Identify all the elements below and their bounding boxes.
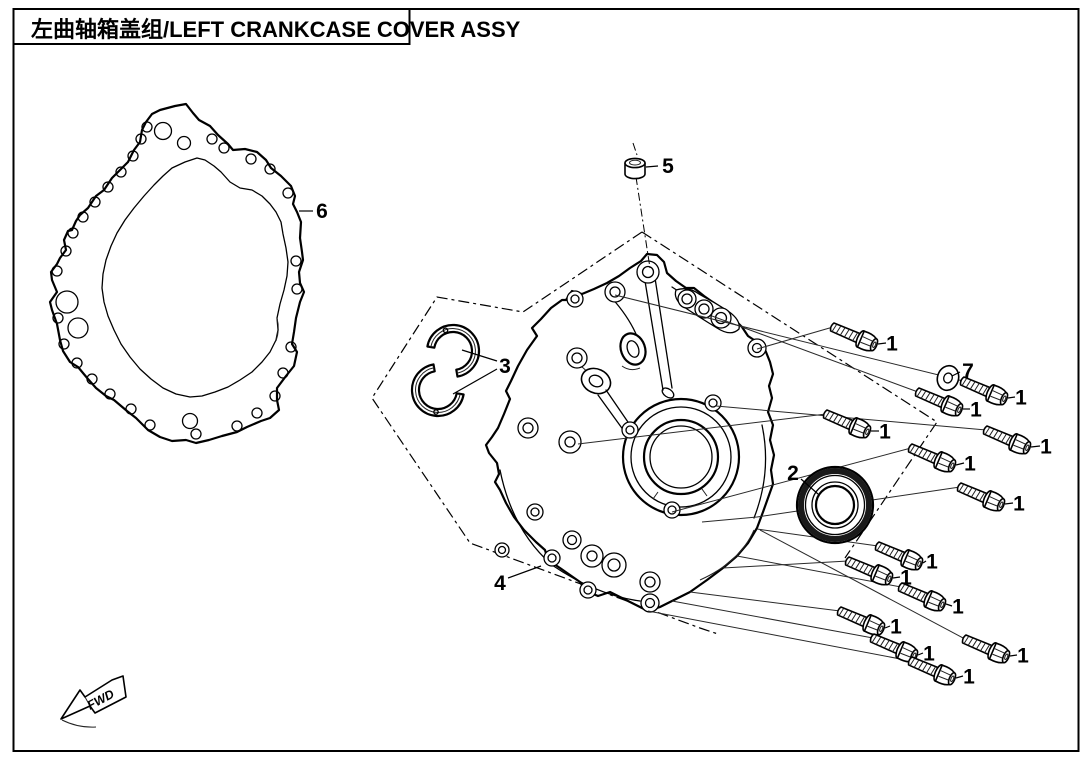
bolt-part: 1 [904, 651, 975, 689]
callout-cover: 4 [494, 572, 506, 595]
gasket-bolt-holes [51, 121, 303, 440]
callout-bushing: 3 [499, 355, 511, 378]
washer-leader [951, 371, 961, 377]
bolt-callout-label: 1 [879, 421, 891, 444]
bolt-icon [841, 551, 896, 589]
callout-plug: 5 [662, 155, 674, 178]
bolt-part: 1 [958, 629, 1029, 668]
fwd-marker: FWD [60, 675, 127, 728]
bolt-callout-label: 1 [952, 596, 964, 619]
oil-seal-leader [800, 478, 819, 495]
bolt-leader [884, 625, 891, 629]
cover-leader [507, 565, 542, 579]
bolt-icon [904, 438, 959, 476]
bolt-callout-label: 1 [963, 666, 975, 689]
plug-leader [645, 165, 659, 168]
bolt-leader [922, 560, 927, 564]
bolt-part: 1 [866, 628, 935, 666]
bolt-icon [911, 382, 966, 420]
bolt-part: 1 [826, 317, 898, 356]
bolt-leader [1004, 502, 1014, 505]
bolt-leader [945, 603, 953, 607]
bolt-leader [877, 342, 887, 345]
bolt-icon [958, 629, 1013, 667]
bolt-part: 1 [894, 577, 964, 619]
callout-layer: 6 3 4 5 2 7 [299, 155, 974, 595]
assembly-boundary [371, 231, 938, 635]
title-block: 左曲轴箱盖组/LEFT CRANKCASE COVER ASSY [12, 8, 521, 45]
cover-bolt-bosses [494, 260, 767, 613]
bolt-icon [894, 577, 949, 615]
bolt-callout-label: 1 [886, 333, 898, 356]
bolt-part: 1 [871, 536, 938, 574]
bolt-callout-label: 1 [970, 399, 982, 422]
drawing-border [12, 8, 1080, 752]
bolt-part: 1 [953, 477, 1025, 516]
bolt-callout-label: 1 [1015, 387, 1027, 410]
bolt-callout-label: 1 [1013, 493, 1025, 516]
callout-oil-seal: 2 [787, 462, 799, 485]
page-title: 左曲轴箱盖组/LEFT CRANKCASE COVER ASSY [31, 17, 521, 42]
bolt-leader [955, 462, 965, 466]
bolt-callout-label: 1 [1017, 645, 1029, 668]
bolt-leader [892, 576, 901, 579]
bolt-leader [1030, 445, 1041, 448]
fwd-arrow-icon [60, 675, 127, 720]
bolt-callout-label: 1 [926, 551, 938, 574]
title-box [12, 8, 411, 45]
bolt-icon [826, 317, 881, 355]
guide-lines [577, 294, 987, 662]
bolt-part: 1 [819, 404, 891, 444]
bolt-leader [1009, 654, 1018, 657]
bolt-leader [1007, 396, 1016, 399]
bolt-part: 1 [956, 371, 1027, 410]
bolt-leader [917, 652, 924, 656]
washer-part [936, 364, 960, 392]
bolt-part: 1 [833, 601, 902, 639]
bolt-part: 1 [911, 382, 982, 422]
callout-gasket: 6 [316, 200, 328, 223]
callout-washer: 7 [962, 360, 974, 383]
plug-part [624, 142, 651, 269]
bushing-leader-lower [452, 368, 498, 395]
bolt-part: 1 [979, 420, 1052, 459]
bolt-callout-label: 1 [964, 453, 976, 476]
bolt-icon [819, 404, 874, 442]
bushing-leader-upper [461, 349, 498, 362]
bolt-leader [955, 675, 964, 679]
bolt-callout-label: 1 [923, 643, 935, 666]
oil-seal-part [795, 465, 875, 545]
gasket-part [48, 102, 306, 445]
bolt-part: 1 [904, 438, 976, 476]
bushing-part [410, 323, 481, 418]
bolt-callout-label: 1 [1040, 436, 1052, 459]
bolt-icon [953, 477, 1008, 515]
bolt-callout-label: 1 [890, 616, 902, 639]
bolt-icon [979, 420, 1034, 458]
